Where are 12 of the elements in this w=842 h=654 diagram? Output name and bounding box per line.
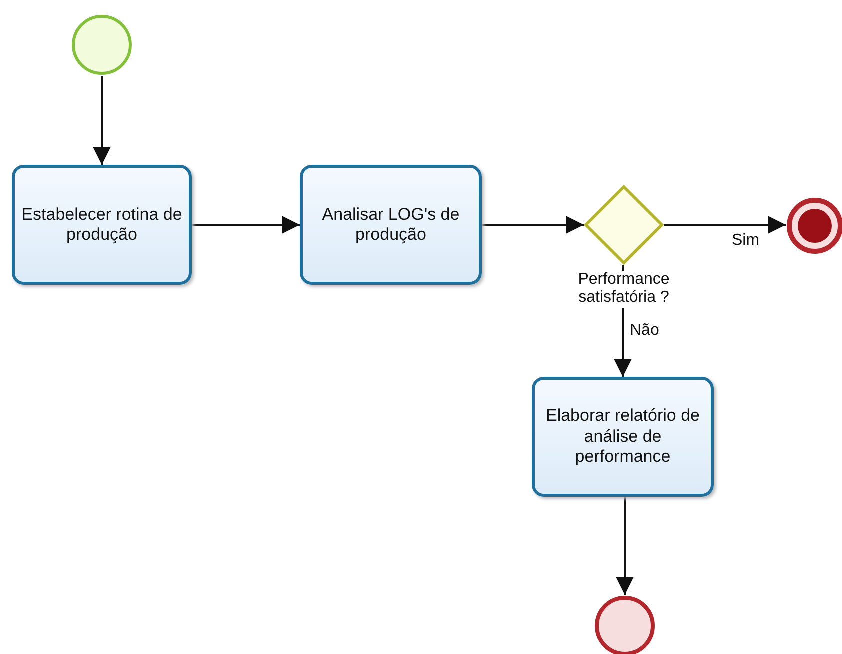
- task-label: Elaborar relatório de análise de performance: [544, 406, 702, 468]
- arrow: [616, 497, 634, 595]
- arrow: [192, 216, 300, 234]
- arrow: [664, 216, 786, 234]
- start-event-circle: [71, 14, 133, 76]
- task-box: [300, 165, 482, 285]
- task-label: Analisar LOG's de produção: [321, 204, 461, 246]
- arrow: [482, 216, 584, 234]
- arrow: [93, 76, 111, 165]
- task-box: [12, 165, 192, 285]
- task-box: [532, 377, 714, 497]
- task-label: Estabelecer rotina de produção: [20, 204, 184, 246]
